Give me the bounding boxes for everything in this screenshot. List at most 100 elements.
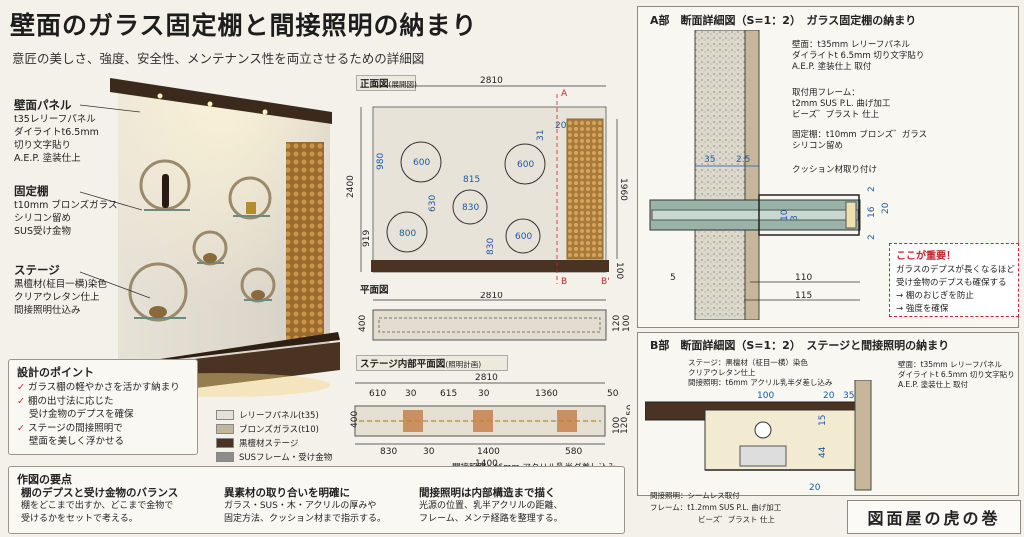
page-subtitle: 意匠の美しさ、強度、安全性、メンテナンス性を両立させるための詳細図: [12, 51, 425, 66]
stage-50-dim: 50: [626, 404, 630, 416]
sec-b-notes-left: ステージ：黒檀材（柾目一横）染色クリアウレタン仕上間接照明：t6mm アクリル乳…: [688, 358, 833, 387]
wall-panel-b: [854, 380, 872, 491]
sec-b-dim-20b: 20: [809, 483, 821, 493]
circle-dim-2: 600: [517, 160, 534, 170]
dim-815: 815: [463, 175, 480, 185]
circle-dim-1: 600: [413, 158, 430, 168]
sec-a-note-frame: 取付用フレーム：t2mm SUS P.L. 曲げ加工ビーズ゛ブラスト 仕上: [792, 88, 891, 120]
sec-a-dim-10: 10: [780, 209, 790, 221]
section-b-drawing: 100 20 35 15 44 20: [645, 380, 872, 493]
front-left-low-dim: 919: [362, 230, 372, 247]
sec-a-dim-35: 35: [704, 155, 715, 165]
brand-logo: 図面屋の虎の巻: [847, 500, 1021, 534]
ring-shelf-2: [228, 176, 272, 220]
sec-a-note-shelf: 固定棚：t10mm ブロンズ゛ガラスシリコン留め: [792, 130, 928, 151]
stage-plan-title-box: [356, 355, 508, 371]
stage-total-dim: 2810: [475, 373, 498, 383]
sec-a-note-cushion: クッション材取り付け: [792, 165, 878, 175]
front-stage: [371, 260, 609, 272]
key-point-3: 間接照明は内部構造まで描く光源の位置、乳半アクリルの距離、フレーム、メンテ経路を…: [419, 487, 563, 524]
circle-dim-5: 600: [515, 232, 532, 242]
stage-top-3: 615: [440, 389, 457, 399]
sec-b-dim-35: 35: [843, 391, 854, 401]
sus-frame-section: [758, 194, 860, 236]
circle-dim-4: 800: [399, 229, 416, 239]
sec-a-dim-115: 115: [795, 291, 812, 301]
dim-31: 31: [536, 130, 546, 141]
stage-bottom-3: 1400: [477, 447, 500, 457]
sec-b-dim-100: 100: [757, 391, 774, 401]
plan-depth-dim: 400: [358, 315, 368, 332]
stage-bottom-1: 830: [380, 447, 397, 457]
front-view-drawing: 600 600 830 800 600 2810 2400 1960 100 9…: [346, 76, 628, 284]
stage-top-5: 1360: [535, 389, 558, 399]
dim-20: 20: [555, 121, 567, 131]
sec-a-dim-110: 110: [795, 273, 812, 283]
ring-shelf-4: [128, 262, 188, 322]
stage-plan-title: ステージ内部平面図(照明計画): [360, 359, 482, 370]
key-points-box: 作図の要点 棚のデプスと受け金物のバランス棚をどこまで出すか、どこまで金物で受け…: [8, 466, 625, 534]
concrete-wall: [694, 30, 746, 320]
top-cornice: [110, 78, 332, 124]
marker-a: A: [561, 89, 568, 99]
sec-b-dim-20: 20: [823, 391, 835, 401]
sec-a-dim-5: 5: [670, 273, 676, 283]
stage-120-dim: 120: [620, 417, 630, 434]
relief-panel-layer: [744, 30, 760, 320]
front-view-title: 正面図(展開図): [360, 79, 417, 90]
plan-width-dim: 2810: [480, 292, 503, 301]
sec-a-dim-2: 2: [867, 186, 877, 192]
stage-top-6: 50: [607, 389, 619, 399]
leader-lines: [80, 104, 151, 299]
key-point-2: 異素材の取り合いを明確にガラス・SUS・木・アクリルの厚みや固定方法、クッション…: [224, 487, 387, 524]
key-point-1: 棚のデプスと受け金物のバランス棚をどこまで出すか、どこまで金物で受けるかをセット…: [21, 487, 179, 524]
stage-bottom-1400: 1400: [475, 459, 498, 469]
sec-b-dim-15: 15: [818, 415, 828, 426]
sec-a-dim-16: 16: [867, 206, 877, 218]
front-height-dim: 2400: [346, 175, 356, 198]
sec-a-dim-2b: 2: [867, 234, 877, 240]
stage-bottom-2: 30: [423, 447, 435, 457]
stage-100-dim: 100: [612, 417, 622, 434]
important-note-box: ここが重要！ ガラスのデプスが長くなるほど受け金物のデプスも確保する→ 棚のおじ…: [889, 243, 1019, 317]
check-icon: ✓: [17, 396, 25, 407]
stage-plan-drawing: 2810 610 30 615 30 1360 50 400 100 120 5…: [350, 373, 630, 469]
dim-830: 830: [486, 238, 496, 255]
marker-b-prime: B': [601, 277, 610, 284]
stage-label: ステージ 黒檀材(柾目一横)染色クリアウレタン仕上間接照明仕込み: [14, 263, 107, 316]
sec-a-dim-25: 2.5: [736, 155, 750, 165]
plan-view-title: 平面図: [360, 285, 389, 296]
front-bottom-dim: 100: [614, 262, 624, 279]
front-hex-panel: [566, 118, 604, 260]
sec-b-dim-44: 44: [818, 446, 828, 458]
stage-depth-dim: 400: [350, 411, 360, 428]
check-icon: ✓: [17, 382, 25, 393]
sec-a-dim-20: 20: [881, 202, 890, 214]
check-icon: ✓: [17, 423, 25, 434]
design-points-box: 設計のポイント ✓ガラス棚の軽やかさを活かす納まり ✓棚の出寸法に応じた 受け金…: [8, 359, 198, 455]
dim-980: 980: [376, 153, 386, 170]
marker-b: B: [561, 277, 567, 284]
section-b-title: B部 断面詳細図（S=1：2） ステージと間接照明の納まり: [650, 339, 950, 352]
plan-100-dim: 100: [622, 315, 630, 332]
sec-b-notes-bottom: 間接照明：シームレス取付フレーム：t1.2mm SUS P.L. 曲げ加工ビーズ…: [650, 491, 782, 524]
front-right-dim: 1960: [618, 178, 628, 201]
dim-630: 630: [428, 195, 438, 212]
section-a-drawing: 35 2.5 10 3 2 16 20 2 5 110 115: [649, 30, 890, 320]
stage-top-1: 610: [369, 389, 386, 399]
wine-bottle: [162, 174, 169, 208]
sec-a-dim-3: 3: [790, 215, 800, 221]
stage-top-4: 30: [478, 389, 490, 399]
plan-120-dim: 120: [612, 315, 622, 332]
page-title: 壁面のガラス固定棚と間接照明の納まり: [10, 11, 478, 40]
light-source-icon: [754, 421, 772, 439]
hex-lattice-panel: [286, 142, 324, 342]
front-view-title-box: [356, 75, 416, 91]
section-a-title: A部 断面詳細図（S=1：2） ガラス固定棚の納まり: [650, 14, 917, 27]
plan-view-drawing: 2810 400 120 100: [358, 292, 630, 341]
stage-top-2: 30: [405, 389, 417, 399]
